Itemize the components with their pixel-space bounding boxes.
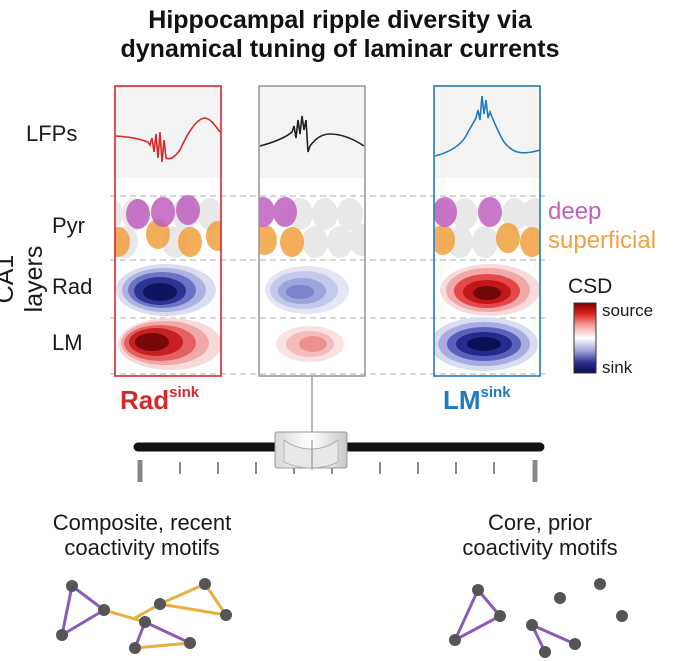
legend-deep: deep [548, 198, 602, 225]
csd-rad-left [116, 264, 216, 316]
motif-left-line2: coactivity motifs [64, 535, 220, 560]
pyr-cells-left [115, 195, 221, 258]
label-rad: Rad [52, 274, 93, 299]
csd-lm-left [118, 318, 221, 370]
panel-middle [259, 86, 365, 362]
csd-lm-middle [276, 326, 344, 362]
panel-right-frame [433, 85, 541, 377]
pyr-cells-right [434, 197, 540, 258]
lfp-bg-left [115, 86, 221, 178]
slider [133, 431, 545, 482]
panel-right [434, 86, 540, 371]
network-right [449, 578, 628, 658]
lfp-bg-middle [259, 86, 365, 178]
label-lm: LM [52, 330, 83, 355]
csd-legend-source: source [602, 301, 654, 320]
csd-legend-title: CSD [568, 275, 613, 298]
panel-label-rad: Rad [120, 385, 170, 415]
slider-thumb [274, 431, 348, 470]
motif-right-line2: coactivity motifs [462, 535, 618, 560]
motif-caption-left: Composite, recent coactivity motifs [12, 510, 272, 560]
label-pyr: Pyr [52, 213, 85, 238]
network-left [56, 578, 232, 654]
motif-caption-right: Core, prior coactivity motifs [410, 510, 670, 560]
figure-title-line2: dynamical tuning of laminar currents [120, 35, 560, 63]
label-lfps: LFPs [26, 121, 78, 146]
lfp-bg-right [434, 86, 540, 178]
csd-rad-right [440, 264, 540, 316]
csd-legend-sink: sink [602, 358, 633, 377]
motif-right-line1: Core, prior [488, 510, 592, 535]
lfp-trace-middle [259, 115, 365, 153]
legend-superficial: superficial [548, 227, 657, 254]
figure-title-line1: Hippocampal ripple diversity via [148, 6, 532, 34]
pyr-cells-middle [259, 197, 365, 258]
panel-label-rad-sink: Radsink [120, 384, 199, 416]
csd-rad-middle [265, 266, 349, 314]
csd-colorbar [573, 302, 597, 374]
panel-label-lm-sup: sink [480, 384, 511, 401]
panel-label-lm-sink: LMsink [443, 384, 511, 416]
csd-lm-right [434, 317, 538, 371]
panel-left [115, 86, 221, 370]
motif-left-line1: Composite, recent [52, 510, 232, 535]
panel-label-rad-sup: sink [169, 384, 200, 401]
lfp-trace-left [115, 117, 221, 163]
panel-label-lm: LM [443, 385, 481, 415]
panel-left-frame [114, 85, 222, 377]
label-ca1-layers: CA1 layers [0, 245, 48, 313]
lfp-trace-right [434, 95, 541, 157]
slider-ticks [137, 460, 538, 482]
